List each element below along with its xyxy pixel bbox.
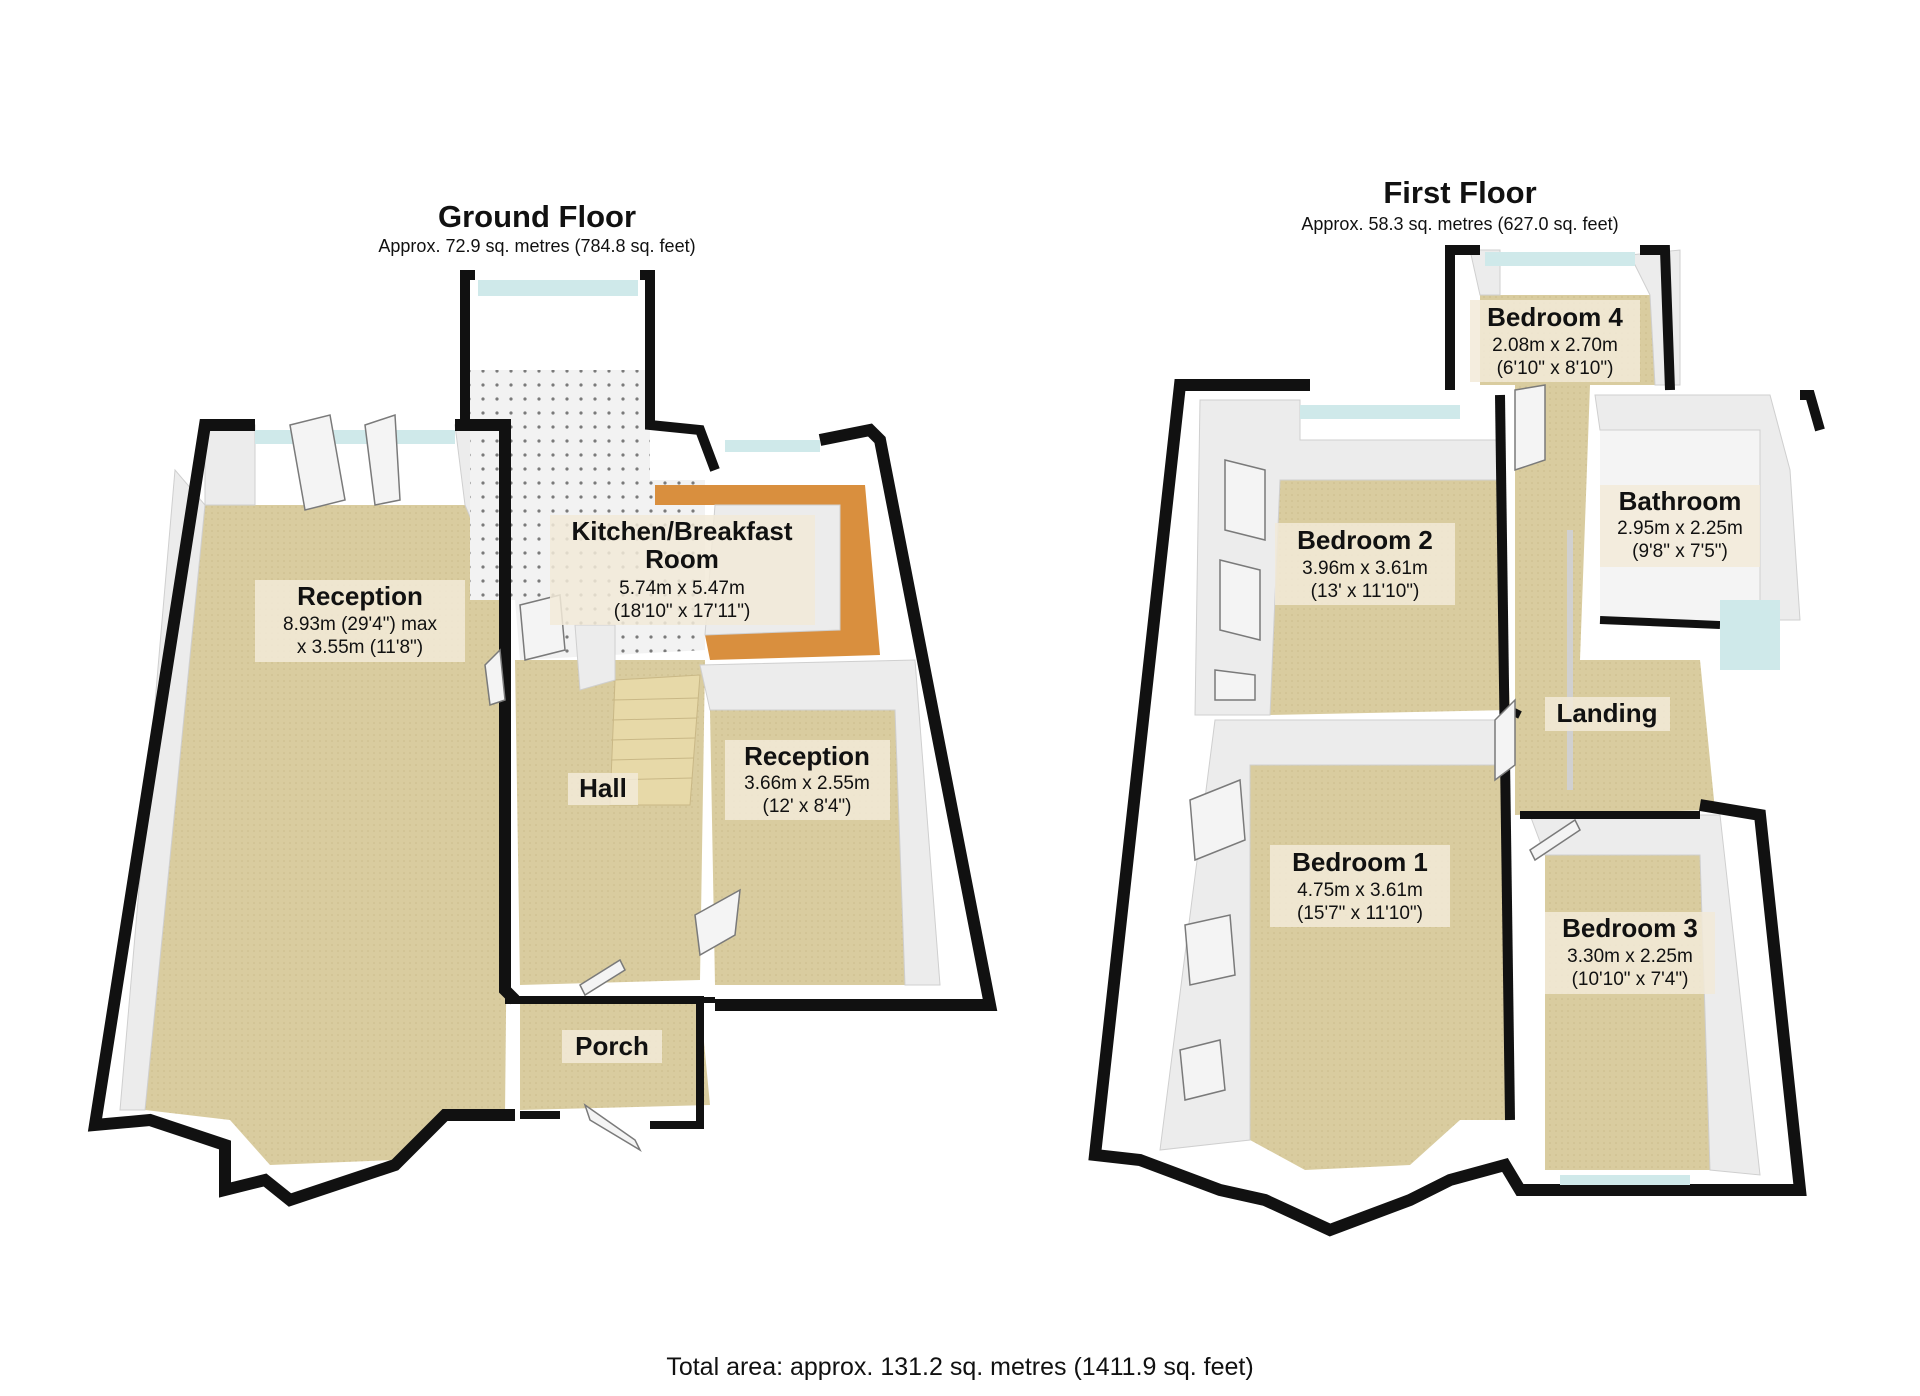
staircase	[574, 624, 701, 806]
stair-banister	[1567, 530, 1573, 790]
kitchen-rear-window	[478, 280, 638, 296]
ground-floor-area: Approx. 72.9 sq. metres (784.8 sq. feet)	[378, 236, 695, 256]
ground-floor-labels: Ground Floor Approx. 72.9 sq. metres (78…	[255, 199, 890, 1063]
reception-rear-window	[255, 430, 455, 444]
reception-side-name: Reception	[744, 741, 870, 771]
reception-front-floor	[145, 505, 510, 1165]
front-door	[583, 1103, 642, 1152]
kitchen-name-line1: Kitchen/Breakfast	[571, 516, 792, 546]
bedroom2-name: Bedroom 2	[1297, 525, 1433, 555]
wardrobe-doors	[1179, 384, 1581, 1101]
side-door	[484, 648, 506, 707]
bedroom2-dim1: 3.96m x 3.61m	[1302, 558, 1428, 579]
total-area: Total area: approx. 131.2 sq. metres (14…	[666, 1353, 1253, 1381]
bedroom2-window	[1300, 405, 1460, 419]
first-floor-area: Approx. 58.3 sq. metres (627.0 sq. feet)	[1301, 214, 1618, 234]
bedroom1-name: Bedroom 1	[1292, 847, 1428, 877]
bedroom4-window	[1485, 252, 1635, 266]
kitchen-side-window	[725, 440, 820, 452]
ground-floor-title: Ground Floor	[438, 199, 636, 234]
bedroom4-name: Bedroom 4	[1487, 302, 1623, 332]
bedroom1-dim1: 4.75m x 3.61m	[1297, 880, 1423, 901]
bathroom-window	[1720, 600, 1780, 670]
bathroom-dim2: (9'8" x 7'5")	[1632, 541, 1728, 562]
bathroom-name: Bathroom	[1619, 486, 1742, 516]
porch-name: Porch	[575, 1031, 649, 1061]
bedroom1-floor	[1250, 765, 1510, 1170]
bedroom3-window	[1560, 1175, 1690, 1185]
reception-door	[694, 888, 741, 957]
bedroom3-floor	[1545, 855, 1710, 1170]
reception-side-dim2: (12' x 8'4")	[763, 796, 852, 817]
ground-floor-plan	[87, 270, 998, 1207]
bedroom2-dim2: (13' x 11'10")	[1311, 581, 1420, 602]
bedroom3-name: Bedroom 3	[1562, 913, 1698, 943]
first-floor-title: First Floor	[1383, 175, 1536, 210]
kitchen-dim1: 5.74m x 5.47m	[619, 578, 745, 599]
reception-front-dim2: x 3.55m (11'8")	[297, 637, 423, 658]
bedroom4-dim1: 2.08m x 2.70m	[1492, 335, 1618, 356]
bedroom4-dim2: (6'10" x 8'10")	[1497, 358, 1614, 379]
kitchen-name-line2: Room	[645, 544, 719, 574]
porch-door	[579, 958, 626, 997]
reception-side-dim1: 3.66m x 2.55m	[744, 773, 870, 794]
reception-front-dim1: 8.93m (29'4") max	[283, 614, 437, 635]
bedroom1-dim2: (15'7" x 11'10")	[1297, 903, 1423, 924]
bedroom3-dim1: 3.30m x 2.25m	[1567, 946, 1693, 967]
bedroom3-dim2: (10'10" x 7'4")	[1572, 969, 1689, 990]
bathroom-dim1: 2.95m x 2.25m	[1617, 518, 1743, 539]
french-doors	[289, 413, 401, 511]
first-floor-labels: First Floor Approx. 58.3 sq. metres (627…	[1270, 175, 1760, 994]
reception-front-name: Reception	[297, 581, 423, 611]
ground-floor-walls	[87, 270, 998, 1207]
kitchen-dim2: (18'10" x 17'11")	[614, 601, 751, 622]
first-floor-plan	[1088, 245, 1825, 1237]
hall-name: Hall	[579, 773, 627, 803]
landing-name: Landing	[1556, 698, 1657, 728]
